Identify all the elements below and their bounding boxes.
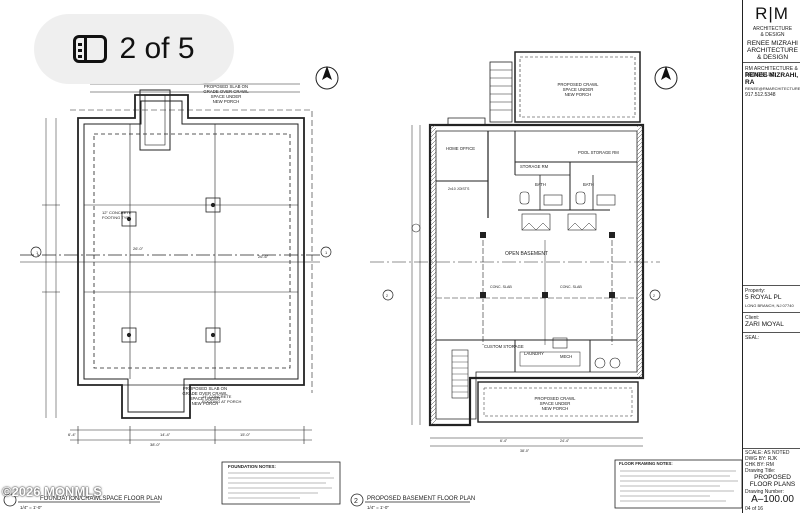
left-bottom-note: PROPOSED SLAB ON GRADE OVER CRAWL SPACE … [182,386,228,406]
foundation-plan [20,83,341,505]
svg-text:PROPOSED CRAWL: PROPOSED CRAWL [558,82,600,87]
chk-row: CHK BY: RM [745,462,774,468]
drawing-number: A–100.00 [751,494,794,505]
seal-label: SEAL: [745,335,760,341]
svg-text:24'-4": 24'-4" [560,439,570,443]
firm-line-1: ARCHITECTURE [752,26,793,32]
svg-text:CONC. SLAB: CONC. SLAB [560,285,582,289]
svg-text:26'-0": 26'-0" [133,246,144,251]
svg-text:GRADE OVER CRAWL: GRADE OVER CRAWL [203,89,249,94]
svg-text:1/4" = 1'-0": 1/4" = 1'-0" [20,505,42,510]
room-pool-storage: POOL STORAGE RM [578,150,619,155]
room-storage: STORAGE RM [520,164,549,169]
north-arrow-icon [315,66,339,90]
svg-text:14'-4": 14'-4" [160,432,171,437]
svg-text:NEW PORCH: NEW PORCH [542,406,569,411]
right-plan-title: 2 PROPOSED BASEMENT FLOOR PLAN 1/4" = 1'… [350,493,475,510]
foundation-notes-title: FOUNDATION NOTES: [228,464,276,469]
room-labels: HOME OFFICE STORAGE RM POOL STORAGE RM B… [446,146,619,359]
svg-text:NEW PORCH: NEW PORCH [213,99,240,104]
title-block: R|M ARCHITECTURE & DESIGN RENEE MIZRAHI … [742,0,800,513]
page-counter-label: 2 of 5 [119,32,195,65]
room-custom-storage: CUSTOM STORAGE [484,344,524,349]
svg-text:CONC. SLAB: CONC. SLAB [490,285,512,289]
firm-line-2: & DESIGN [760,32,785,38]
svg-text:PROPOSED CRAWL: PROPOSED CRAWL [535,396,577,401]
svg-text:SPACE UNDER: SPACE UNDER [563,87,594,92]
svg-text:12" CONCRETE: 12" CONCRETE [102,210,132,215]
room-bath-1: BATH [535,182,546,187]
left-top-note: PROPOSED SLAB ON GRADE OVER CRAWL SPACE … [203,84,249,104]
sheet-count: 04 of 16 [745,506,764,512]
svg-text:2: 2 [653,294,655,298]
north-arrow-icon [654,66,678,90]
left-plan-title: FOUNDATION/CRAWLSPACE FLOOR PLAN 1/4" = … [3,493,162,510]
svg-text:1: 1 [325,250,328,255]
svg-text:2: 2 [354,498,358,505]
property-city: LONG BRANCH, NJ 07740 [745,303,794,308]
svg-text:15'-0": 15'-0" [240,432,251,437]
firm-phone: 917.512.5348 [745,92,776,98]
svg-text:6'-4": 6'-4" [68,432,77,437]
svg-text:PROPOSED BASEMENT FLOOR PLAN: PROPOSED BASEMENT FLOOR PLAN [367,496,475,502]
svg-text:PROPOSED SLAB ON: PROPOSED SLAB ON [183,386,227,391]
svg-text:FOUNDATION/CRAWLSPACE FLOOR PL: FOUNDATION/CRAWLSPACE FLOOR PLAN [40,496,162,502]
right-top-note: PROPOSED CRAWL SPACE UNDER NEW PORCH [558,82,600,97]
firm-small: RM ARCHITECTURE & DESIGN LLC [745,66,798,78]
svg-text:14" CONCRETE: 14" CONCRETE [202,394,232,399]
room-home-office: HOME OFFICE [446,146,475,151]
svg-text:NEW PORCH: NEW PORCH [192,401,219,406]
framing-notes-title: FLOOR FRAMING NOTES: [619,461,673,466]
page-counter[interactable]: 2 of 5 [34,14,234,84]
svg-text:2: 2 [386,294,388,298]
room-bath-2: BATH [583,182,594,187]
sidebar-book-icon [73,35,108,63]
svg-text:26'-6": 26'-6" [258,254,269,259]
room-mech: MECH [560,354,572,359]
room-open-basement: OPEN BASEMENT [505,251,548,257]
svg-text:1/4" = 1'-0": 1/4" = 1'-0" [367,505,389,510]
svg-text:SPACE UNDER: SPACE UNDER [190,396,221,401]
mls-watermark: ©2026 MONMLS [2,484,102,499]
property-address: 5 ROYAL PL [745,294,782,301]
room-laundry: LAUNDRY [524,351,544,356]
drawing-number-label: Drawing Number: [745,489,784,495]
svg-text:6'-4": 6'-4" [500,439,508,443]
svg-text:FOOTING TYP.: FOOTING TYP. [102,215,130,220]
right-bottom-note: PROPOSED CRAWL SPACE UNDER NEW PORCH [535,396,577,411]
architect-name: RENEE MIZRAHI, RA [745,72,799,86]
client-name: ZARI MOYAL [745,321,784,328]
dwg-row: DWG BY: RJK [745,456,778,462]
property-label: Property: [745,288,766,294]
firm-logo: R|M [755,4,789,23]
svg-text:SPACE UNDER: SPACE UNDER [211,94,242,99]
svg-text:GRADE OVER CRAWL: GRADE OVER CRAWL [182,391,228,396]
svg-text:38'-0": 38'-0" [150,442,161,447]
drawing-title-label: Drawing Title: [745,468,776,474]
firm-email: RENEE@RMARCHITECTUREGROUP.COM [745,86,800,91]
scale-row: SCALE: AS NOTED [745,450,790,456]
basement-plan [370,51,742,509]
svg-text:38'-0": 38'-0" [520,449,530,453]
firm-name: RENEE MIZRAHI ARCHITECTURE & DESIGN [747,40,798,61]
svg-text:SPACE UNDER: SPACE UNDER [540,401,571,406]
svg-text:2x10 JOISTS: 2x10 JOISTS [448,187,470,191]
drawing-title-1: PROPOSED [754,474,791,481]
client-label: Client: [745,315,760,321]
svg-text:PROPOSED SLAB ON: PROPOSED SLAB ON [204,84,248,89]
drawing-title-2: FLOOR PLANS [749,481,796,488]
svg-text:FOOTING AT PORCH: FOOTING AT PORCH [202,399,242,404]
svg-text:NEW PORCH: NEW PORCH [565,92,592,97]
svg-text:1: 1 [36,250,39,255]
